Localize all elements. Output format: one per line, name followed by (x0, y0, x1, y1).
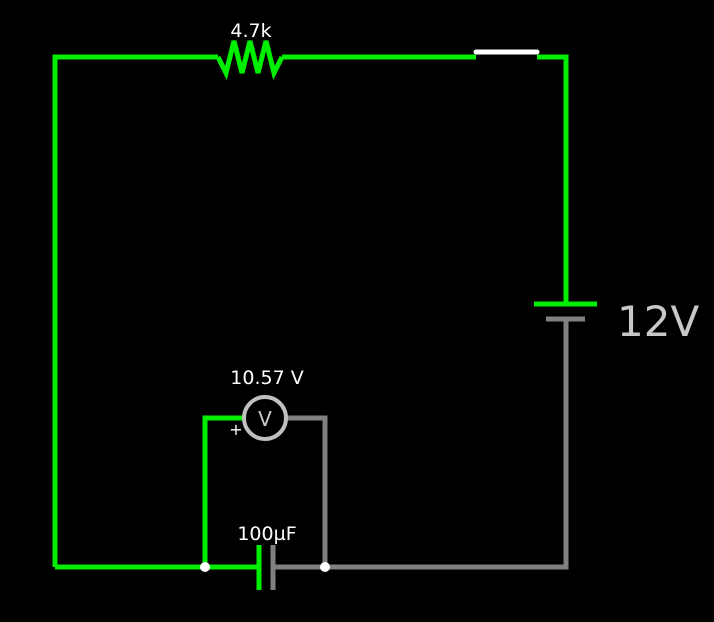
junction-node-right[interactable] (320, 562, 330, 572)
live-wires (52, 54, 569, 570)
resistor-label: 4.7k (230, 20, 271, 42)
capacitor-label: 100µF (237, 523, 296, 545)
junction-node-left[interactable] (200, 562, 210, 572)
voltmeter-symbol: V (258, 407, 272, 431)
wire-battery-to-bottom[interactable] (273, 319, 569, 570)
wire-switch-to-battery[interactable] (537, 54, 569, 304)
wire-left-loop[interactable] (52, 54, 218, 567)
ground-wires (273, 319, 569, 570)
voltmeter-reading: 10.57 V (230, 367, 303, 389)
voltmeter-ring[interactable] (242, 395, 288, 441)
voltmeter-polarity-mark: + (229, 420, 242, 439)
resistor-symbol[interactable] (215, 40, 285, 81)
battery-label: 12V (617, 297, 699, 346)
wire-voltmeter-negative[interactable] (287, 415, 328, 567)
wire-voltmeter-positive[interactable] (202, 415, 243, 567)
